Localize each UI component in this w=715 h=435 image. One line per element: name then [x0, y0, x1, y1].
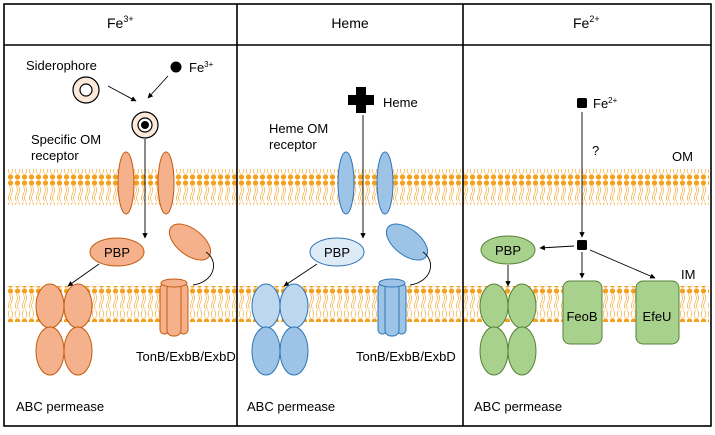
- tonb-complex-fe3: [159, 278, 189, 337]
- inner-membrane: [6, 286, 709, 322]
- abc-permease-label-fe3: ABC permease: [16, 399, 104, 414]
- feob-transporter: FeoB: [562, 280, 603, 345]
- siderophore-label: Siderophore: [26, 58, 97, 73]
- heme-receptor-label-line2: receptor: [269, 137, 317, 152]
- svg-text:FeoB: FeoB: [566, 309, 597, 324]
- pbp-to-abc-arrow: [67, 263, 100, 287]
- fe2-to-pbp-arrow: [539, 245, 575, 251]
- om-receptor-label-line2: receptor: [31, 148, 79, 163]
- siderophore-arrow: [107, 85, 137, 102]
- fe3-ion-icon: [170, 61, 182, 73]
- heme-tonb-tether: [409, 251, 432, 286]
- pbp-fe2: PBP: [480, 235, 536, 265]
- periplasmic-fe2-icon: [577, 240, 587, 250]
- fe2-ion-icon: [577, 98, 587, 108]
- fe3-ion-label: Fe3+: [189, 60, 214, 75]
- svg-text:PBP: PBP: [495, 243, 521, 258]
- svg-text:EfeU: EfeU: [643, 309, 672, 324]
- heme-om-receptor: [337, 151, 394, 215]
- pbp-heme: PBP: [309, 237, 365, 267]
- svg-text:PBP: PBP: [104, 245, 130, 260]
- abc-permease-fe2: [479, 283, 537, 376]
- panel-heme-header: Heme: [331, 15, 369, 31]
- im-label: IM: [681, 267, 695, 282]
- om-receptor: [117, 151, 175, 215]
- fe2-ion-label: Fe2+: [593, 96, 618, 111]
- fe3-arrow: [147, 75, 169, 99]
- panel-fe2-header: Fe2+: [573, 14, 600, 31]
- heme-receptor-label-line1: Heme OM: [269, 121, 328, 136]
- heme-pbp-to-abc-arrow: [283, 263, 318, 287]
- panel-fe3: Siderophore Fe3+ Specific OM receptor PB…: [16, 58, 236, 414]
- pbp-fe3: PBP: [89, 237, 145, 267]
- panel-fe2: Fe2+ ? OM IM PBP FeoB EfeU ABC permease: [474, 96, 695, 414]
- heme-icon: [348, 87, 374, 113]
- panel-frame: [3, 3, 712, 427]
- fe2-to-efeu-arrow: [589, 249, 656, 279]
- tonb-label-fe3: TonB/ExbB/ExbD: [136, 349, 236, 364]
- unknown-transporter-label: ?: [592, 143, 599, 158]
- heme-tonb-periplasmic-domain: [385, 223, 429, 261]
- abc-permease-fe3: [35, 283, 93, 376]
- fe-siderophore-complex-icon: [131, 111, 159, 139]
- abc-permease-heme: [251, 283, 309, 376]
- om-receptor-label-line1: Specific OM: [31, 132, 101, 147]
- outer-membrane: [6, 169, 709, 205]
- heme-label: Heme: [383, 95, 418, 110]
- svg-text:PBP: PBP: [324, 245, 350, 260]
- abc-permease-label-heme: ABC permease: [247, 399, 335, 414]
- panel-fe3-header: Fe3+: [107, 14, 134, 31]
- tonb-periplasmic-domain: [168, 223, 212, 261]
- om-label: OM: [672, 149, 693, 164]
- efeu-transporter: EfeU: [635, 280, 680, 345]
- abc-permease-label-fe2: ABC permease: [474, 399, 562, 414]
- tonb-complex-heme: [377, 278, 407, 337]
- panel-heme: Heme Heme OM receptor PBP TonB/ExbB/ExbD: [247, 87, 456, 414]
- tonb-label-heme: TonB/ExbB/ExbD: [356, 349, 456, 364]
- siderophore-icon: [72, 76, 100, 104]
- tonb-tether: [192, 251, 215, 286]
